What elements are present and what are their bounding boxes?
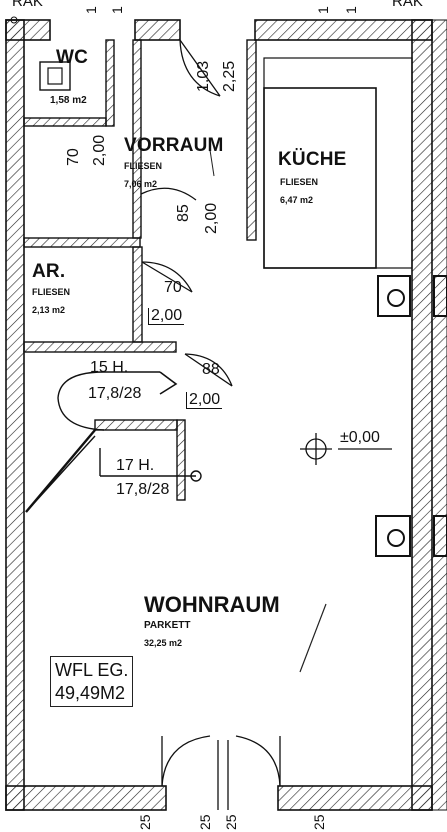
wfl-line1: WFL EG.: [55, 660, 129, 680]
top-mark: 1: [343, 6, 359, 14]
room-wc-area: 1,58 m2: [50, 95, 87, 106]
wc-door-height: 2,00: [91, 134, 108, 166]
stair-top-wall: [23, 341, 177, 353]
room-wohnraum-floor: PARKETT: [144, 620, 191, 631]
room-wohnraum-name: WOHNRAUM: [144, 592, 280, 617]
wall-bottom-right: [277, 785, 433, 811]
stair-lower-steps: 17 H.: [116, 457, 155, 474]
stair-lower-ratio: 17,8/28: [116, 481, 170, 498]
top-mark: 1: [83, 6, 99, 14]
top-mark: 1: [109, 6, 125, 14]
wfl-box: WFL EG. 49,49M2: [50, 656, 134, 707]
vorraum-door-swing: [140, 187, 197, 201]
room-vorraum-area: 7,06 m2: [124, 179, 158, 189]
stair-door-height: 2,00: [186, 392, 223, 409]
duct-symbols: [375, 275, 447, 557]
level-label: ±0,00: [340, 429, 380, 446]
wall-left: [5, 19, 25, 811]
toilet-icon: [39, 61, 71, 91]
staircase: [25, 371, 202, 513]
interior-walls: [23, 39, 257, 501]
rak-label-right: RAK: [392, 0, 423, 10]
room-ar-floor: FLIESEN: [32, 287, 71, 297]
level-marker-icon: [300, 433, 392, 465]
neighbor-wall: [431, 19, 447, 811]
wc-right-wall: [105, 39, 115, 127]
wall-top-a: [5, 19, 51, 41]
ar-right-wall: [132, 246, 143, 343]
entrance-door-height: 2,25: [221, 60, 238, 92]
room-wohnraum-area: 32,25 m2: [144, 638, 183, 648]
wc-bottom-wall: [23, 117, 107, 127]
wall-top-b: [134, 19, 181, 41]
terrace-door-swing-left: [161, 735, 211, 787]
ar-door-swing: [141, 261, 193, 293]
wc-door-width: 70: [65, 148, 82, 166]
bottom-mark: 25: [223, 814, 239, 830]
wall-top-c: [254, 19, 433, 41]
stair-mid-wall: [94, 419, 178, 431]
stair-upper-steps: 15 H.: [90, 359, 129, 376]
stair-right-wall: [176, 419, 186, 501]
room-kueche-name: KÜCHE: [278, 149, 347, 170]
kueche-left-wall: [246, 39, 257, 241]
rak-label-left: RAK: [12, 0, 43, 10]
ar-door-height: 2,00: [148, 308, 185, 325]
vorraum-door-height: 2,00: [203, 202, 220, 234]
room-kueche-floor: FLIESEN: [280, 177, 319, 187]
ar-door-width: 70: [164, 279, 182, 296]
wfl-line2: 49,49M2: [55, 682, 126, 703]
stair-upper-ratio: 17,8/28: [88, 385, 142, 402]
entrance-door-swing: [179, 39, 221, 97]
room-ar-name: AR.: [32, 261, 66, 282]
bottom-mark: 25: [311, 814, 327, 830]
vorraum-door-width: 85: [175, 204, 192, 222]
bottom-mark: 25: [197, 814, 213, 830]
bottom-mark: 25: [137, 814, 153, 830]
stair-door-width: 88: [202, 361, 220, 378]
top-mark: 1: [315, 6, 331, 14]
wall-bottom-left: [5, 785, 167, 811]
stair-door-swing: [184, 353, 233, 387]
ar-top-wall: [23, 237, 141, 248]
room-vorraum-floor: FLIESEN: [124, 161, 163, 171]
wall-right: [411, 19, 433, 811]
room-ar-area: 2,13 m2: [32, 305, 66, 315]
room-vorraum-name: VORRAUM: [124, 135, 224, 156]
entrance-door-width: 1,03: [195, 60, 212, 92]
room-kueche-area: 6,47 m2: [280, 195, 314, 205]
room-wc-name: WC: [56, 47, 89, 68]
